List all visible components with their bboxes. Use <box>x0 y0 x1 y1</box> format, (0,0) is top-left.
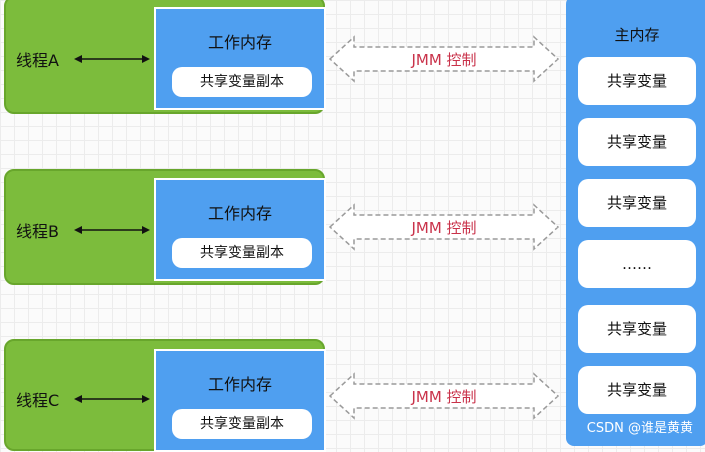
thread-b-label: 线程B <box>16 222 59 241</box>
shared-variable-1: 共享变量 <box>578 57 696 105</box>
work-memory-title: 工作内存 <box>207 375 272 394</box>
thread-a-label: 线程A <box>16 51 59 70</box>
jmm-control-label: JMM 控制 <box>411 388 477 406</box>
jmm-control-arrow-a: JMM 控制 <box>328 33 560 85</box>
double-arrow-icon <box>328 35 560 83</box>
jmm-control-arrow-c: JMM 控制 <box>328 370 560 422</box>
work-memory-title: 工作内存 <box>207 33 272 52</box>
double-arrow-icon <box>328 203 560 251</box>
shared-variable-5: 共享变量 <box>578 366 696 414</box>
jmm-control-label: JMM 控制 <box>411 51 477 69</box>
shared-variable-copy: 共享变量副本 <box>172 238 312 268</box>
work-memory-title: 工作内存 <box>207 204 272 223</box>
thread-b-work-memory: 工作内存 共享变量副本 <box>154 178 326 281</box>
thread-b-box: 线程B 工作内存 共享变量副本 <box>4 169 326 285</box>
main-memory-panel: 主内存 共享变量 共享变量 共享变量 …… 共享变量 共享变量 <box>566 0 705 446</box>
thread-c-work-memory: 工作内存 共享变量副本 <box>154 349 326 452</box>
thread-a-box: 线程A 工作内存 共享变量副本 <box>4 0 326 114</box>
thread-a-work-memory: 工作内存 共享变量副本 <box>154 7 326 110</box>
bidirectional-arrow-icon <box>74 395 150 403</box>
shared-variable-3: 共享变量 <box>578 179 696 227</box>
csdn-watermark: CSDN @谁是黄黄 <box>586 421 693 436</box>
thread-c-label: 线程C <box>16 391 60 410</box>
double-arrow-icon <box>328 372 560 420</box>
bidirectional-arrow-icon <box>74 226 150 234</box>
jmm-control-arrow-b: JMM 控制 <box>328 201 560 253</box>
thread-c-box: 线程C 工作内存 共享变量副本 <box>4 339 326 452</box>
shared-variable-4: 共享变量 <box>578 305 696 353</box>
ellipsis-item: …… <box>578 240 696 288</box>
shared-variable-2: 共享变量 <box>578 118 696 166</box>
bidirectional-arrow-icon <box>74 55 150 63</box>
main-memory-title: 主内存 <box>614 26 660 44</box>
shared-variable-copy: 共享变量副本 <box>172 409 312 439</box>
shared-variable-copy: 共享变量副本 <box>172 67 312 97</box>
jmm-control-label: JMM 控制 <box>411 219 477 237</box>
